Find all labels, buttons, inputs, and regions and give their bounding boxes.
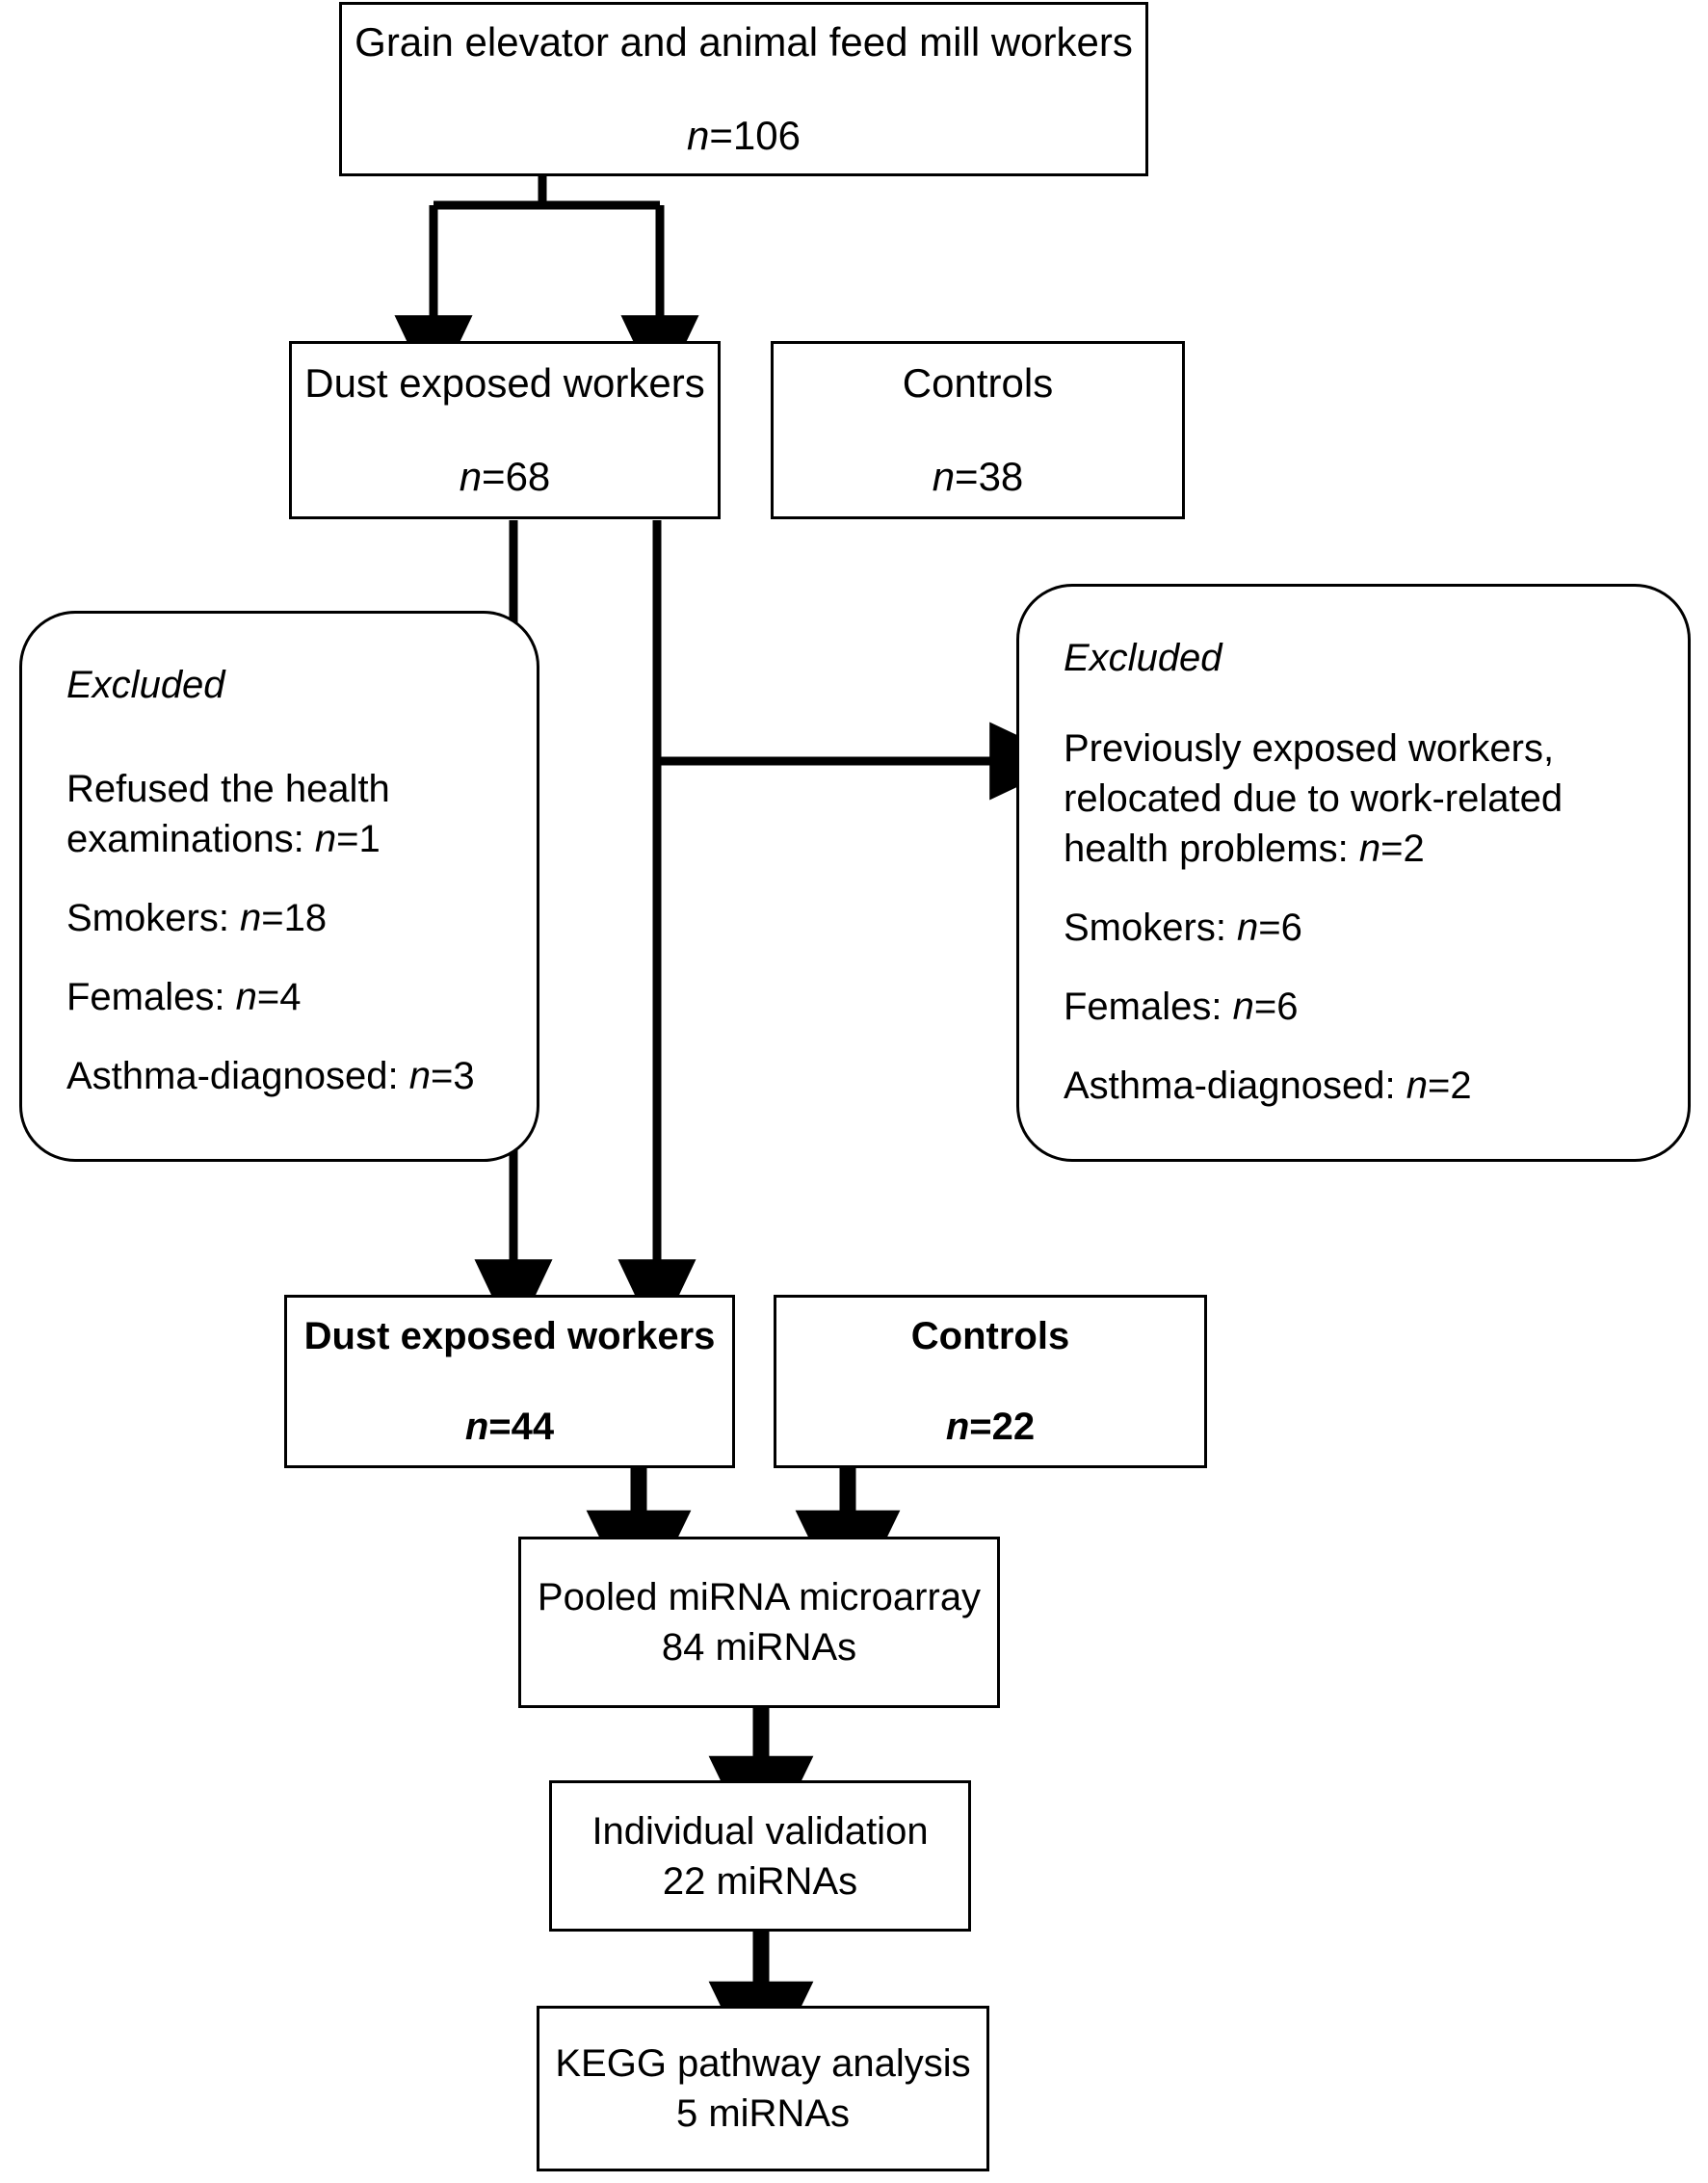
node-validation: Individual validation 22 miRNAs: [549, 1780, 971, 1932]
node-dust-initial-count: n=68: [459, 453, 551, 499]
node-validation-line2: 22 miRNAs: [662, 1859, 858, 1903]
node-controls-initial-count: n=38: [932, 453, 1024, 499]
node-dust-final-count: n=44: [464, 1406, 555, 1448]
node-cohort-line1: Grain elevator and animal feed mill work…: [355, 18, 1133, 65]
excluded-left-item-2: Females: n=4: [66, 976, 302, 1018]
node-dust-exposed-initial: Dust exposed workers n=68: [289, 341, 721, 519]
excluded-right-item-3: Asthma-diagnosed: n=2: [1064, 1065, 1472, 1107]
node-microarray: Pooled miRNA microarray 84 miRNAs: [518, 1537, 1000, 1708]
excluded-left-item-1: Smokers: n=18: [66, 897, 328, 939]
node-cohort-count: n=106: [687, 112, 801, 158]
node-microarray-line1: Pooled miRNA microarray: [537, 1576, 982, 1618]
node-controls-initial-label: Controls: [902, 359, 1054, 406]
node-controls-final-label: Controls: [910, 1315, 1070, 1357]
connector-cohort-split: [434, 176, 660, 210]
node-controls-final-count: n=22: [945, 1406, 1036, 1448]
excluded-left-heading: Excluded: [66, 664, 225, 706]
excluded-right-item-2: Females: n=6: [1064, 986, 1299, 1028]
excluded-right-item-1: Smokers: n=6: [1064, 907, 1302, 949]
excluded-left-item-3: Asthma-diagnosed: n=3: [66, 1055, 475, 1097]
node-controls-initial: Controls n=38: [771, 341, 1185, 519]
node-kegg-line1: KEGG pathway analysis: [555, 2042, 971, 2085]
node-cohort: Grain elevator and animal feed mill work…: [339, 2, 1148, 176]
node-dust-initial-label: Dust exposed workers: [304, 359, 705, 406]
node-excluded-left: Excluded Refused the health examinations…: [19, 611, 539, 1162]
excluded-left-item-0: Refused the health examinations: n=1: [66, 768, 390, 860]
excluded-right-heading: Excluded: [1064, 637, 1222, 679]
node-dust-final-label: Dust exposed workers: [303, 1315, 716, 1357]
node-kegg-line2: 5 miRNAs: [675, 2092, 851, 2135]
excluded-right-item-0: Previously exposed workers, relocated du…: [1064, 727, 1563, 870]
node-kegg: KEGG pathway analysis 5 miRNAs: [537, 2006, 989, 2171]
node-microarray-line2: 84 miRNAs: [661, 1626, 857, 1669]
node-validation-line1: Individual validation: [591, 1809, 929, 1853]
node-dust-exposed-final: Dust exposed workers n=44: [284, 1295, 735, 1468]
node-controls-final: Controls n=22: [774, 1295, 1207, 1468]
node-excluded-right: Excluded Previously exposed workers, rel…: [1016, 584, 1691, 1162]
